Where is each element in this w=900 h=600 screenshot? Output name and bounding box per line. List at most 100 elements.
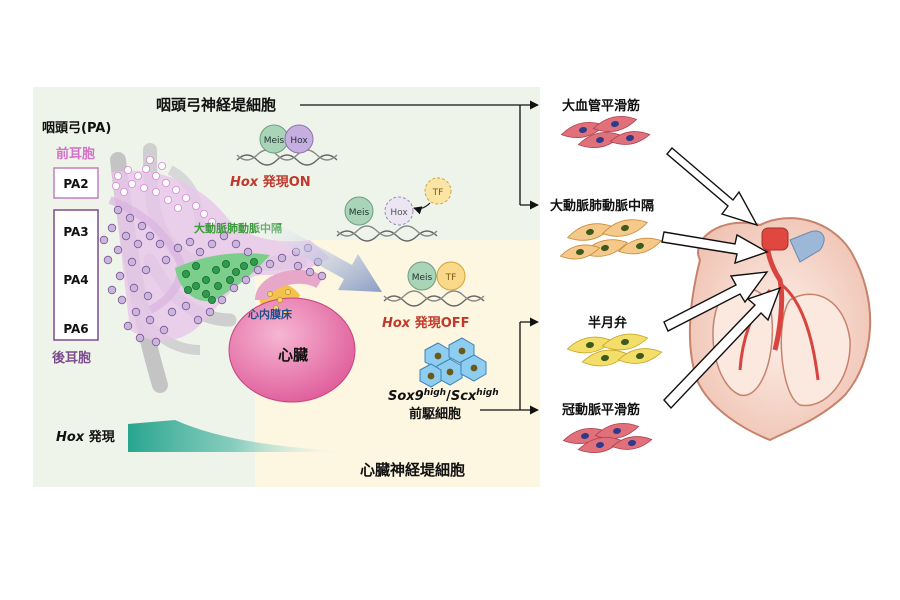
septum-cell (201, 275, 210, 284)
purple-crest-cell (229, 283, 239, 293)
purple-crest-cell (159, 325, 169, 335)
hox-off-label: Hox 発現OFF (382, 315, 470, 331)
purple-crest-cell (133, 239, 143, 249)
purple-crest-cell (141, 265, 151, 275)
hox-off-rest: 発現OFF (410, 315, 469, 331)
sox9-text: Sox9 (388, 389, 424, 404)
purple-crest-cell (143, 291, 153, 301)
septum-cell (191, 281, 200, 290)
hox-gradient-rest: 発現 (84, 429, 115, 445)
meis-label: Meis (264, 136, 285, 146)
purple-crest-cell (145, 315, 155, 325)
septum-cell (211, 265, 220, 274)
purple-crest-cell (161, 255, 171, 265)
septum-cell (249, 257, 258, 266)
pink-crest-cell (141, 164, 150, 173)
purple-crest-cell (103, 255, 113, 265)
pa3-6-box (53, 209, 99, 341)
purple-crest-cell (137, 221, 147, 231)
scx-sup: high (476, 388, 498, 398)
meis-label: Meis (412, 273, 433, 283)
meis-protein-icon (407, 261, 437, 291)
purple-crest-cell (107, 285, 117, 295)
purple-crest-cell (181, 301, 191, 311)
purple-crest-cell (205, 307, 215, 317)
purple-crest-cell (193, 315, 203, 325)
smooth-muscle-cell (611, 436, 653, 450)
pink-crest-cell (191, 201, 200, 210)
purple-crest-cell (123, 321, 133, 331)
septum-cell (207, 295, 216, 304)
fate-coronary-sm: 冠動脈平滑筋 (562, 402, 640, 418)
progenitor-label: 前駆細胞 (409, 406, 461, 422)
hox-label: Hox (290, 136, 308, 146)
progenitor-marker-label: Sox9high/Scxhigh (388, 388, 499, 404)
smooth-muscle-cell (577, 132, 623, 148)
pink-crest-cell (157, 161, 166, 170)
cushion-cell (282, 308, 289, 315)
cushion-cell (284, 288, 291, 295)
smooth-muscle-cell (562, 428, 608, 444)
purple-crest-cell (207, 239, 217, 249)
pa-header: 咽頭弓(PA) (42, 121, 111, 136)
pink-crest-cell (181, 193, 190, 202)
hox-on-italic: Hox (230, 175, 259, 190)
purple-crest-cell (217, 295, 227, 305)
fate-great-vessel-sm: 大血管平滑筋 (562, 98, 640, 114)
valve-mesenchyme-cell (617, 348, 663, 364)
purple-crest-cell (113, 245, 123, 255)
hox-label: Hox (390, 208, 408, 218)
meis-tf-complex: Meis TF (383, 261, 485, 307)
hox-off-italic: Hox (382, 316, 411, 331)
meis-hox-on-complex: Meis Hox (236, 124, 338, 166)
hox-protein-icon (284, 124, 314, 154)
pa3-label: PA3 (63, 225, 88, 239)
pink-crest-cell (127, 179, 136, 188)
pink-crest-cell (114, 171, 123, 180)
purple-crest-cell (253, 265, 263, 275)
heart-label: 心臓 (278, 346, 308, 364)
embryo-heart-shape (228, 297, 356, 403)
septum-cell (213, 281, 222, 290)
endocardial-cushion-label: 心内膜床 (248, 307, 293, 321)
cushion-cell (272, 304, 279, 311)
pa4-label: PA4 (63, 273, 88, 287)
anterior-otic-label: 前耳胞 (56, 146, 95, 162)
pa-neural-crest-title: 咽頭弓神経堤細胞 (156, 96, 276, 114)
fate-ap-septum: 大動脈肺動脈中隔 (550, 198, 654, 214)
fate-semilunar-valve: 半月弁 (588, 315, 627, 331)
pink-crest-cell (139, 183, 148, 192)
septum-cell (225, 275, 234, 284)
purple-crest-cell (131, 307, 141, 317)
purple-crest-cell (243, 247, 253, 257)
pink-crest-cell (171, 185, 180, 194)
scx-text: Scx (451, 389, 477, 404)
purple-crest-cell (167, 307, 177, 317)
purple-crest-cell (129, 283, 139, 293)
sox9-sup: high (424, 388, 446, 398)
purple-crest-cell (121, 231, 131, 241)
meis-protein-icon (344, 196, 374, 226)
pink-crest-cell (124, 165, 133, 174)
purple-crest-cell (241, 275, 251, 285)
purple-crest-cell (127, 257, 137, 267)
pa2-label: PA2 (63, 177, 88, 191)
smooth-muscle-cell (609, 131, 651, 145)
tf-protein-icon (436, 261, 466, 291)
neural-crest-cells (99, 155, 327, 347)
progenitor-cluster-icon (419, 337, 487, 388)
fate-to-heart-arrows (661, 147, 782, 410)
purple-crest-cell (117, 295, 127, 305)
tf-protein-icon (424, 177, 452, 205)
purple-crest-cell (115, 271, 125, 281)
posterior-otic-label: 後耳胞 (52, 350, 91, 366)
septum-cell (221, 259, 230, 268)
cushion-cell (266, 290, 273, 297)
purple-crest-cell (305, 267, 315, 277)
septum-mesenchyme-cell (566, 223, 614, 241)
purple-crest-cell (99, 235, 109, 245)
purple-crest-cell (293, 261, 303, 271)
tf-label: TF (445, 273, 457, 283)
